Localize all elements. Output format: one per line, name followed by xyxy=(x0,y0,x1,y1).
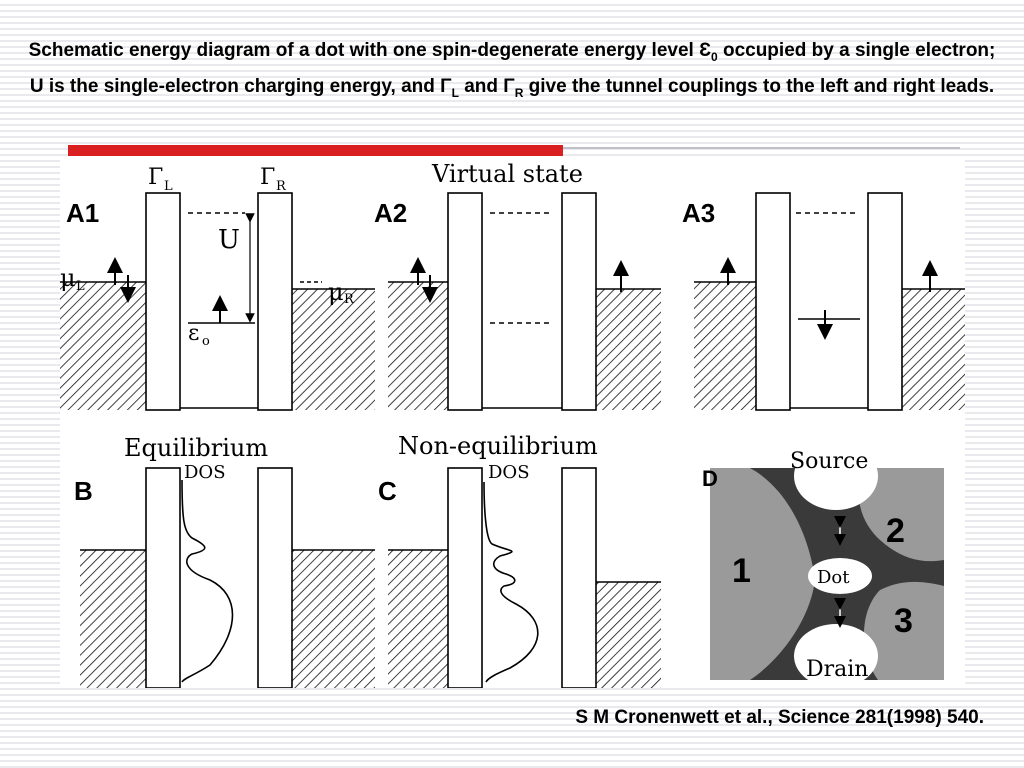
label-gate-2: 2 xyxy=(886,512,905,550)
label-dos-b: DOS xyxy=(184,462,226,483)
epsilon-symbol: ε xyxy=(188,321,199,346)
panel-label-a3: A3 xyxy=(682,198,715,228)
right-lead xyxy=(292,550,375,688)
mu-r-symbol: μ xyxy=(328,278,344,306)
slide-title: Schematic energy diagram of a dot with o… xyxy=(20,36,1004,108)
panel-d-micrograph xyxy=(710,442,944,688)
title-epsilon-sub: 0 xyxy=(711,49,718,64)
left-lead xyxy=(80,550,146,688)
drain-contact xyxy=(794,624,878,688)
mu-l-sub: L xyxy=(76,279,85,294)
right-barrier xyxy=(561,467,597,688)
left-barrier xyxy=(447,192,483,411)
title-epsilon: Ɛ xyxy=(699,40,711,61)
gamma-r-sub: R xyxy=(276,179,287,194)
left-lead xyxy=(60,282,146,410)
epsilon-sub: o xyxy=(202,334,210,349)
title-text-3: and xyxy=(458,75,504,97)
left-barrier xyxy=(755,192,791,411)
title-text-4: give the tunnel couplings to the left an… xyxy=(523,75,995,97)
heading-virtual-state: Virtual state xyxy=(431,160,583,188)
label-source: Source xyxy=(790,449,868,474)
title-gamma-l-sub: L xyxy=(451,85,459,100)
label-dot: Dot xyxy=(817,567,850,588)
source-contact xyxy=(794,442,878,510)
gamma-l-symbol: Γ xyxy=(148,165,163,190)
dos-curve-equilibrium xyxy=(181,479,234,683)
figure-svg: A1 A2 A3 B C D Virtual state Equilibrium… xyxy=(60,160,965,688)
left-lead xyxy=(388,282,448,410)
title-text-2: occupied by a single electron; U is the … xyxy=(29,40,996,97)
panel-label-a1: A1 xyxy=(66,198,99,228)
citation: S M Cronenwett et al., Science 281(1998)… xyxy=(575,707,984,728)
heading-non-equilibrium: Non-equilibrium xyxy=(398,432,598,460)
mu-r-sub: R xyxy=(344,292,355,307)
u-label: U xyxy=(218,225,240,255)
panel-label-d: D xyxy=(702,466,718,491)
left-lead xyxy=(388,550,448,688)
gamma-l-sub: L xyxy=(164,179,173,194)
title-gamma-r-sub: R xyxy=(514,85,524,100)
left-barrier xyxy=(447,467,483,688)
panel-label-c: C xyxy=(378,476,397,506)
gate-2-region xyxy=(859,468,944,562)
right-lead xyxy=(902,289,965,410)
label-drain: Drain xyxy=(806,657,868,682)
label-gate-1: 1 xyxy=(732,552,751,590)
label-dos-c: DOS xyxy=(488,462,530,483)
panel-label-a2: A2 xyxy=(374,198,407,228)
title-gamma-l: Γ xyxy=(440,75,452,97)
divider-line xyxy=(563,147,960,149)
label-gate-3: 3 xyxy=(894,602,913,640)
right-barrier xyxy=(561,192,597,411)
left-lead xyxy=(694,282,756,410)
dot-region xyxy=(808,558,872,594)
dos-curve-non-equilibrium xyxy=(483,481,539,683)
panel-a3 xyxy=(694,192,965,411)
panel-label-b: B xyxy=(74,476,93,506)
left-barrier xyxy=(145,192,181,411)
panel-b xyxy=(80,467,375,688)
panel-c xyxy=(388,467,661,688)
gate-1-region xyxy=(710,468,815,680)
title-gamma-r: Γ xyxy=(503,75,515,97)
right-barrier xyxy=(257,467,293,688)
energy-diagram-figure: A1 A2 A3 B C D Virtual state Equilibrium… xyxy=(60,160,965,688)
gate-3-region xyxy=(863,581,944,680)
accent-bar xyxy=(68,145,563,156)
left-barrier xyxy=(145,467,181,688)
right-barrier xyxy=(867,192,903,411)
gamma-r-symbol: Γ xyxy=(260,165,275,190)
title-text-1: Schematic energy diagram of a dot with o… xyxy=(28,40,700,61)
heading-equilibrium: Equilibrium xyxy=(124,434,268,462)
panel-a1 xyxy=(60,192,375,411)
right-lead xyxy=(596,289,661,410)
panel-a2 xyxy=(388,192,661,411)
right-barrier xyxy=(257,192,293,411)
mu-l-symbol: μ xyxy=(60,264,76,292)
right-lead xyxy=(292,289,375,410)
right-lead xyxy=(596,582,661,688)
